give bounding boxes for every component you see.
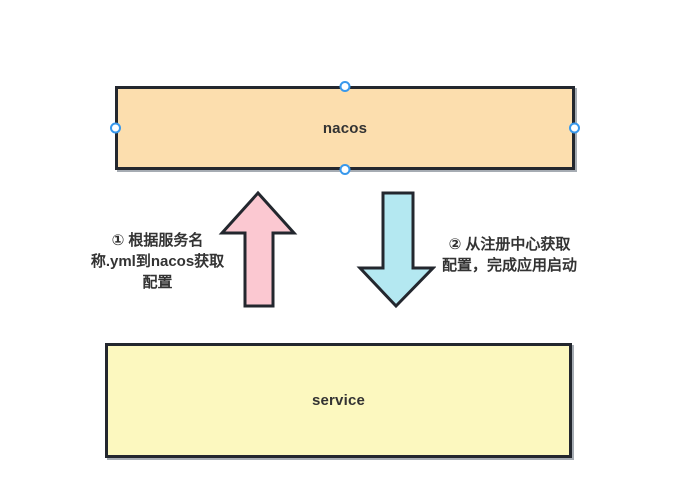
annotation-right: ② 从注册中心获取 配置，完成应用启动 — [412, 234, 607, 276]
down-arrow-shape[interactable] — [356, 190, 436, 309]
resize-handle-right[interactable] — [569, 122, 580, 134]
annotation-left-line-3: 配置 — [142, 274, 173, 291]
down-arrow-polygon[interactable] — [356, 191, 436, 309]
up-arrow-shape[interactable] — [218, 190, 298, 309]
node-nacos-label: nacos — [322, 119, 368, 137]
resize-handle-left[interactable] — [110, 122, 121, 134]
annotation-right-line-1: ② 从注册中心获取 — [448, 236, 571, 253]
annotation-left-line-1: ① 根据服务名 — [111, 232, 204, 249]
up-arrow-polygon[interactable] — [218, 190, 298, 308]
resize-handle-bottom[interactable] — [339, 164, 351, 175]
node-service-label: service — [311, 392, 366, 409]
annotation-left-line-2: 称.yml到nacos获取 — [90, 253, 225, 270]
annotation-right-line-2: 配置，完成应用启动 — [441, 257, 577, 274]
node-service[interactable]: service — [105, 343, 572, 458]
annotation-left: ① 根据服务名 称.yml到nacos获取 配置 — [60, 230, 255, 293]
node-nacos[interactable]: nacos — [110, 81, 580, 175]
resize-handle-top[interactable] — [339, 81, 351, 92]
